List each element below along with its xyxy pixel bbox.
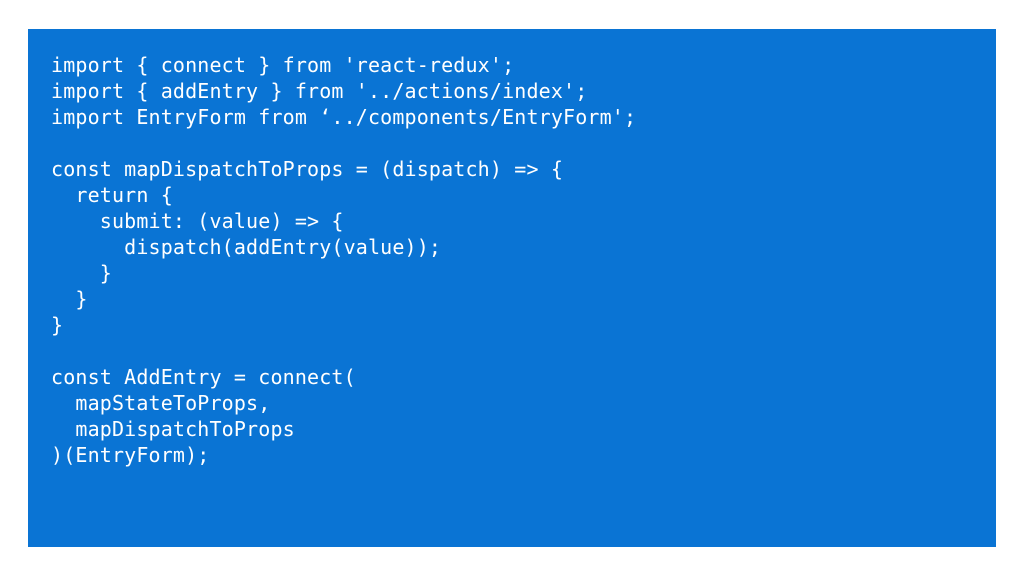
code-line-9: } [51,261,112,285]
code-block: import { connect } from 'react-redux'; i… [51,52,636,468]
code-slide-panel: import { connect } from 'react-redux'; i… [28,29,996,547]
code-line-14: mapStateToProps, [51,391,271,415]
code-line-10: } [51,287,88,311]
code-line-1: import { connect } from 'react-redux'; [51,53,515,77]
code-line-15: mapDispatchToProps [51,417,295,441]
code-line-7: submit: (value) => { [51,209,344,233]
code-line-5: const mapDispatchToProps = (dispatch) =>… [51,157,564,181]
code-line-3: import EntryForm from ‘../components/Ent… [51,105,637,129]
code-line-16: )(EntryForm); [51,443,210,467]
code-line-6: return { [51,183,173,207]
code-line-8: dispatch(addEntry(value)); [51,235,442,259]
code-line-12-blank [51,338,636,364]
code-line-11: } [51,313,64,337]
code-line-13: const AddEntry = connect( [51,365,356,389]
code-line-4-blank [51,130,636,156]
code-line-2: import { addEntry } from '../actions/ind… [51,79,588,103]
